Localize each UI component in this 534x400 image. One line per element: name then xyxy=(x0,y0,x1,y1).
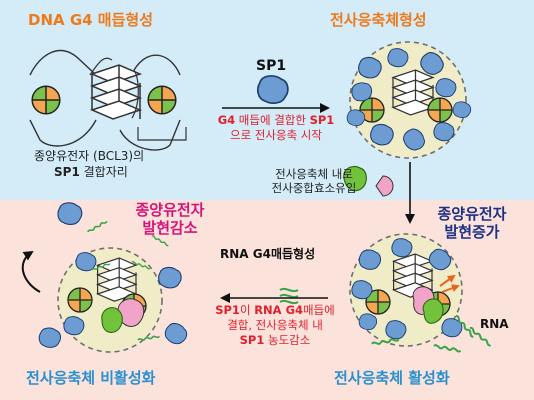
label-rna-g4: RNA G4매듭형성 xyxy=(220,247,316,261)
dna-g4-structure xyxy=(29,49,181,151)
nucleosome-left xyxy=(31,85,61,115)
polymerase-pink-protein xyxy=(375,175,394,197)
title-condensate-inactive: 전사응축체 비활성화 xyxy=(26,369,156,387)
label-recruit-line2: 전사중합효소유입 xyxy=(271,181,357,195)
label-expression-down-line1: 종양유전자 xyxy=(135,201,205,219)
label-bottom-arrow-line3: SP1 농도감소 xyxy=(239,333,311,347)
title-dna-g4: DNA G4 매듭형성 xyxy=(28,11,154,29)
condensate-top xyxy=(346,41,472,159)
label-recruit-line1: 전사응축체 내로 xyxy=(275,167,353,181)
label-gene-line1: 종양유전자 (BCL3)의 xyxy=(34,149,145,163)
label-rna: RNA xyxy=(480,317,509,331)
label-top-arrow-line2: 으로 전사응축 시작 xyxy=(230,128,322,142)
nucleosome-right xyxy=(147,85,177,115)
label-bottom-arrow-line1: SP1이 RNA G4매듭에 xyxy=(215,303,335,317)
polymerase-green-protein xyxy=(343,165,367,192)
label-expression-up-line1: 종양유전자 xyxy=(437,205,507,223)
label-expression-down-line2: 발현감소 xyxy=(142,219,198,237)
label-bottom-arrow-line2: 결합, 전사응축체 내 xyxy=(227,318,323,332)
rna-g4-icon xyxy=(279,287,299,305)
label-expression-up-line2: 발현증가 xyxy=(444,223,500,241)
condensate-active xyxy=(349,233,476,353)
arrow-sp1-release xyxy=(21,250,41,293)
label-top-arrow-line1: G4 매듭에 결합한 SP1 xyxy=(217,113,335,127)
sp1-protein xyxy=(256,75,289,105)
sp1-binding-site-bracket xyxy=(137,127,187,141)
title-condensate-formation: 전사응축체형성 xyxy=(330,11,427,29)
label-gene-line2: SP1 결합자리 xyxy=(54,165,128,179)
title-condensate-active: 전사응축체 활성화 xyxy=(334,369,450,387)
condensate-inactive xyxy=(57,247,163,353)
label-sp1: SP1 xyxy=(256,58,287,74)
